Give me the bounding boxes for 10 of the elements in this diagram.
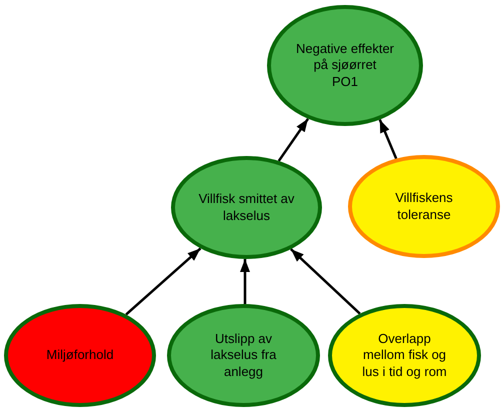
arrow bbox=[125, 247, 202, 316]
node-label: Overlapp mellom fisk og lus i tid og rom bbox=[361, 330, 448, 380]
node-label: Negative effekter på sjøørret bbox=[294, 40, 396, 74]
node-label: PO1 bbox=[332, 74, 358, 90]
arrow bbox=[290, 248, 361, 315]
node-label: Miljøforhold bbox=[46, 347, 114, 364]
node-label: Villfiskens toleranse bbox=[394, 190, 454, 223]
node-label: Utslipp av lakselus fra anlegg bbox=[210, 330, 278, 380]
node-label: Villfisk smittet av lakselus bbox=[198, 191, 296, 224]
arrow bbox=[240, 259, 250, 304]
